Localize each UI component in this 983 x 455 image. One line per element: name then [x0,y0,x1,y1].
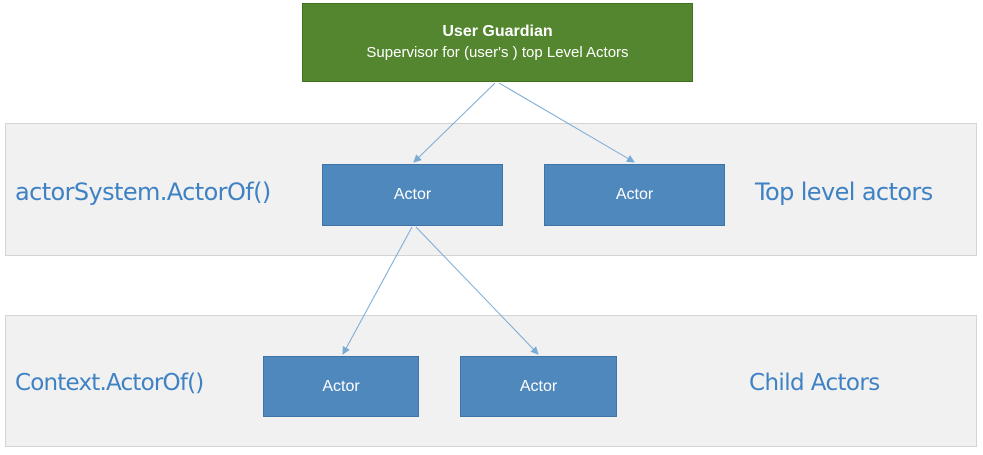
top-level-actors-label: Top level actors [755,178,933,206]
child-actor-node: Actor [263,356,419,417]
guardian-subtitle: Supervisor for (user's ) top Level Actor… [366,44,629,61]
user-guardian-node: User Guardian Supervisor for (user's ) t… [302,3,693,82]
child-actors-label: Child Actors [749,370,880,396]
top-level-actor-node: Actor [544,164,725,226]
context-actorof-label: Context.ActorOf() [15,370,204,396]
actor-system-actorof-label: actorSystem.ActorOf() [15,178,271,206]
guardian-title: User Guardian [442,23,553,40]
top-level-actor-node: Actor [322,164,503,226]
child-actor-node: Actor [460,356,617,417]
